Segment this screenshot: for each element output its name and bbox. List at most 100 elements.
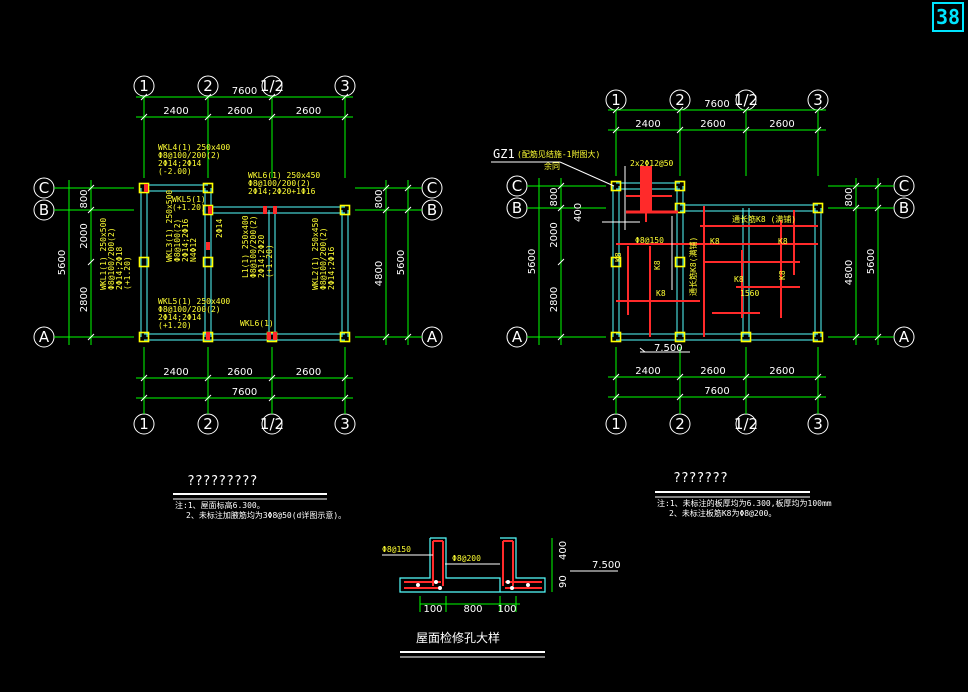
left-axis-top-0-text: 1: [139, 77, 149, 95]
left-tick: [404, 206, 412, 214]
right-k8-4: K8: [778, 237, 788, 246]
left-label-wkl5b-0: WKL5(1) 250x400: [158, 297, 230, 306]
left-tick: [204, 374, 212, 382]
right-dim-bot-0: 2400: [635, 366, 660, 377]
left-dim-left-2: 2800: [79, 287, 90, 312]
right-axis-bot-1-text: 2: [675, 415, 685, 433]
left-column-3: [202, 256, 214, 268]
left-note-2: 2、未标注加腋筋均为3Φ8@50(d详图示意)。: [186, 510, 346, 520]
left-label-wkl2-1: Φ8@100/200(2): [319, 227, 328, 290]
right-axis-left-1-text: B: [512, 199, 522, 217]
detail-bar-dot-2: [506, 580, 510, 584]
right-tick: [612, 393, 620, 401]
left-tick: [87, 184, 95, 192]
left-column-1: [202, 182, 214, 194]
left-label-wkl5a-0: WKL5(1): [172, 195, 206, 204]
right-k8-5: K8: [734, 275, 744, 284]
left-tick: [341, 374, 349, 382]
right-tick: [852, 182, 860, 190]
right-dim-400: 400: [573, 203, 584, 222]
left-tick: [341, 394, 349, 402]
left-label-wkl4-1: Φ8@100/200(2): [158, 151, 221, 160]
right-dim-left-2: 2800: [549, 287, 560, 312]
left-label-wkl5b-1: Φ8@100/200(2): [158, 305, 221, 314]
detail-dim-400: 400: [558, 541, 569, 560]
left-tick: [382, 206, 390, 214]
left-rebar-marker-6: [267, 332, 271, 340]
right-dim-top-2: 2600: [769, 119, 794, 130]
right-tick: [874, 333, 882, 341]
detail-dim-b0: 100: [423, 604, 442, 615]
right-column-6: [740, 331, 752, 343]
detail-dim-90: 90: [558, 575, 569, 588]
left-axis-right-0-text: C: [427, 179, 437, 197]
right-dim-bot-total: 7600: [704, 386, 729, 397]
right-tick: [612, 126, 620, 134]
detail-dim-b2: 100: [497, 604, 516, 615]
left-column-7: [339, 331, 351, 343]
left-label-l1-2: 2Φ14;2Φ20: [257, 234, 266, 278]
right-axis-top-1-text: 2: [675, 91, 685, 109]
right-tick: [852, 333, 860, 341]
left-column-2: [138, 256, 150, 268]
left-tick: [87, 206, 95, 214]
detail-elev: 7.500: [592, 560, 621, 571]
right-dim-left-1: 2000: [549, 222, 560, 247]
left-rebar-marker-5: [206, 332, 210, 340]
left-label-wkl6b: WKL6(1): [240, 319, 274, 328]
right-column-4: [610, 331, 622, 343]
right-dim-bot-1: 2600: [700, 366, 725, 377]
right-tick: [742, 106, 750, 114]
right-dim-right-total: 5600: [866, 249, 877, 274]
right-tick: [676, 106, 684, 114]
right-axis-right-1-text: B: [899, 199, 909, 217]
right-column-5: [674, 331, 686, 343]
page-number-badge: 38: [932, 2, 964, 32]
left-tick: [87, 333, 95, 341]
left-dim-right-0: 800: [374, 189, 385, 208]
right-gz1-leader: [559, 161, 615, 187]
left-label-wkl1-2: 2Φ14;2Φ18: [115, 246, 124, 290]
left-rebar-marker-0: [144, 184, 148, 192]
detail-bar-dot-1: [438, 586, 442, 590]
left-label-wkl3-2: 2Φ14;2Φ16: [181, 218, 190, 262]
right-column-8: [812, 202, 824, 214]
left-label-wkl5b-2: 2Φ14;2Φ14: [158, 313, 202, 322]
left-axis-left-1-text: B: [39, 201, 49, 219]
right-axis-top-2-text: 1/2: [734, 91, 758, 109]
left-label-wkl6-2: 2Φ14;2Φ20+1Φ16: [248, 187, 316, 196]
right-k8-0: K8: [614, 252, 623, 262]
left-dim-left-total: 5600: [57, 250, 68, 275]
detail-bar-dot-0: [434, 580, 438, 584]
left-dim-top-1: 2600: [227, 106, 252, 117]
right-tick: [852, 204, 860, 212]
left-label-wkl4-3: (-2.00): [158, 167, 192, 176]
left-axis-left-2-text: A: [39, 328, 50, 346]
left-dim-bot-2: 2600: [296, 367, 321, 378]
right-through-k8: 通长筋K8 (满铺): [732, 214, 796, 224]
right-column-2: [610, 256, 622, 268]
left-axis-left-0-text: C: [39, 179, 49, 197]
right-column-9: [674, 202, 686, 214]
left-dim-bot-1: 2600: [227, 367, 252, 378]
left-tick: [87, 258, 95, 266]
left-axis-bot-2-text: 1/2: [260, 415, 284, 433]
left-rebar-marker-2: [206, 242, 210, 250]
right-k8-2: K8: [656, 289, 666, 298]
right-tick: [612, 106, 620, 114]
right-tick: [612, 373, 620, 381]
left-label-wkl2-2: 2Φ14;2Φ16: [327, 246, 336, 290]
right-dim-right-0: 800: [844, 187, 855, 206]
right-dim-right-1: 4800: [844, 260, 855, 285]
left-dim-bot-0: 2400: [163, 367, 188, 378]
right-tick: [814, 106, 822, 114]
right-note-1: 注:1、未标注的板厚均为6.300,板厚均为100mm: [657, 498, 832, 508]
left-note-1: 注:1、屋面标高6.300。: [175, 500, 265, 510]
left-tick: [140, 93, 148, 101]
right-gz1-note: (配筋见结施-1附图大): [517, 149, 600, 159]
left-rebar-marker-3: [263, 206, 267, 214]
left-label-wkl1-3: (+1.20): [123, 256, 132, 290]
right-column-0: [610, 180, 622, 192]
